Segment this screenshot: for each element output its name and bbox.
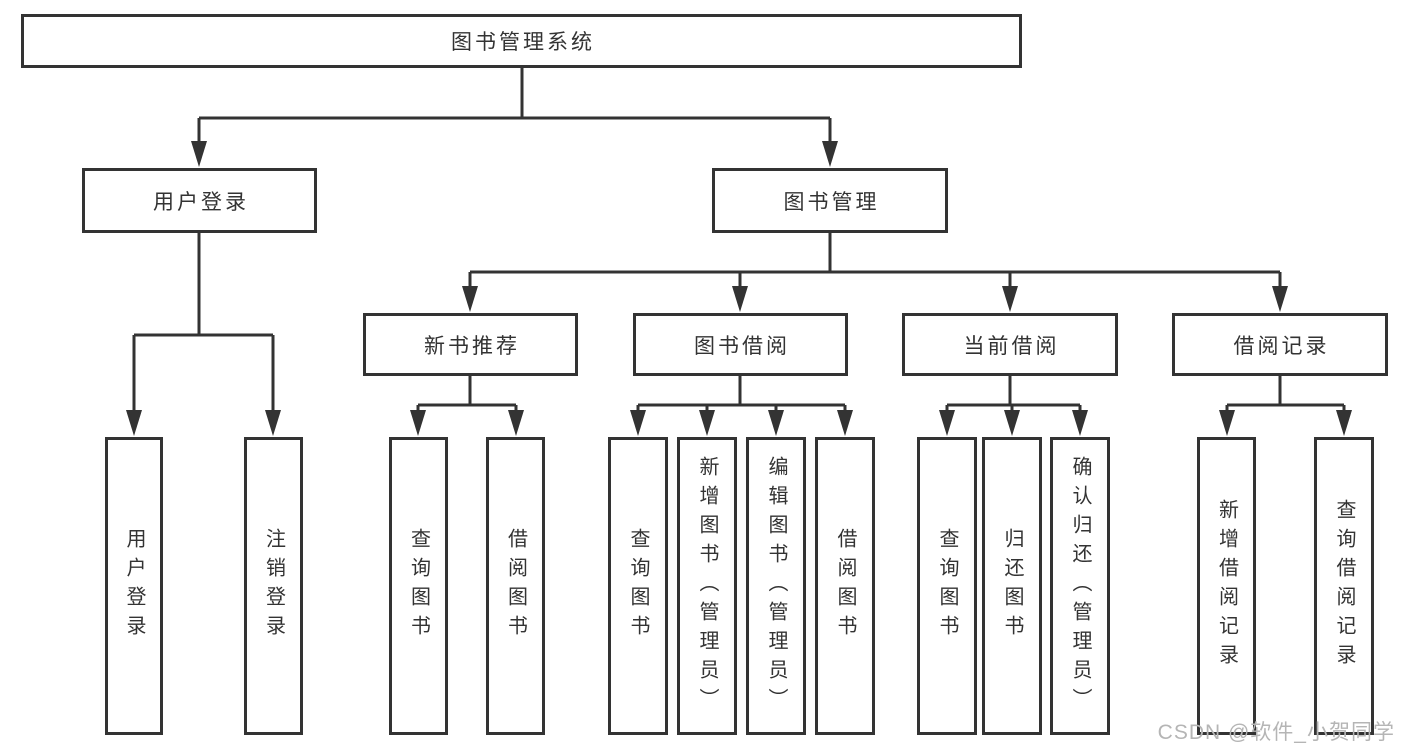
watermark: CSDN @软件_小贺同学	[1157, 721, 1395, 744]
node-new-book-recommendation: 新书推荐	[363, 313, 578, 376]
leaf-logout: 注销登录	[244, 437, 303, 735]
leaf-user-login-label: 用户登录	[123, 528, 145, 644]
node-root: 图书管理系统	[21, 14, 1022, 68]
node-borrowing-records-label: 借阅记录	[1233, 334, 1330, 358]
leaf-return-books-label: 归还图书	[1001, 528, 1023, 644]
node-book-borrowing: 图书借阅	[633, 313, 848, 376]
leaf-add-borrow-record: 新增借阅记录	[1197, 437, 1256, 735]
node-book-management: 图书管理	[712, 168, 948, 233]
leaf-query-borrow-record-label: 查询借阅记录	[1333, 499, 1355, 673]
leaf-edit-books-admin-label: 编辑图书（管理员）	[765, 455, 787, 717]
leaf-recommend-borrow-books-label: 借阅图书	[504, 528, 527, 644]
leaf-add-books-admin-label: 新增图书（管理员）	[696, 455, 718, 717]
node-current-borrowing: 当前借阅	[902, 313, 1118, 376]
leaf-add-borrow-record-label: 新增借阅记录	[1215, 499, 1238, 673]
leaf-user-login: 用户登录	[105, 437, 163, 735]
leaf-logout-label: 注销登录	[262, 528, 285, 644]
leaf-confirm-return-admin-label: 确认归还（管理员）	[1069, 455, 1091, 717]
node-borrowing-records: 借阅记录	[1172, 313, 1388, 376]
leaf-borrowing-borrow-books-label: 借阅图书	[834, 528, 856, 644]
leaf-return-books: 归还图书	[982, 437, 1042, 735]
node-new-book-recommendation-label: 新书推荐	[424, 334, 520, 358]
node-current-borrowing-label: 当前借阅	[963, 334, 1060, 358]
leaf-recommend-query-books-label: 查询图书	[407, 528, 430, 644]
leaf-borrowing-query-books-label: 查询图书	[627, 528, 649, 644]
node-user-login: 用户登录	[82, 168, 317, 233]
leaf-recommend-query-books: 查询图书	[389, 437, 448, 735]
leaf-borrowing-borrow-books: 借阅图书	[815, 437, 875, 735]
node-book-management-label: 图书管理	[783, 190, 880, 214]
leaf-recommend-borrow-books: 借阅图书	[486, 437, 545, 735]
leaf-current-query-books: 查询图书	[917, 437, 977, 735]
node-root-label: 图书管理系统	[451, 31, 595, 54]
leaf-add-books-admin: 新增图书（管理员）	[677, 437, 737, 735]
node-user-login-label: 用户登录	[153, 190, 249, 214]
leaf-query-borrow-record: 查询借阅记录	[1314, 437, 1374, 735]
node-book-borrowing-label: 图书借阅	[694, 334, 790, 358]
leaf-edit-books-admin: 编辑图书（管理员）	[746, 437, 806, 735]
leaf-confirm-return-admin: 确认归还（管理员）	[1050, 437, 1110, 735]
leaf-current-query-books-label: 查询图书	[936, 528, 958, 644]
leaf-borrowing-query-books: 查询图书	[608, 437, 668, 735]
